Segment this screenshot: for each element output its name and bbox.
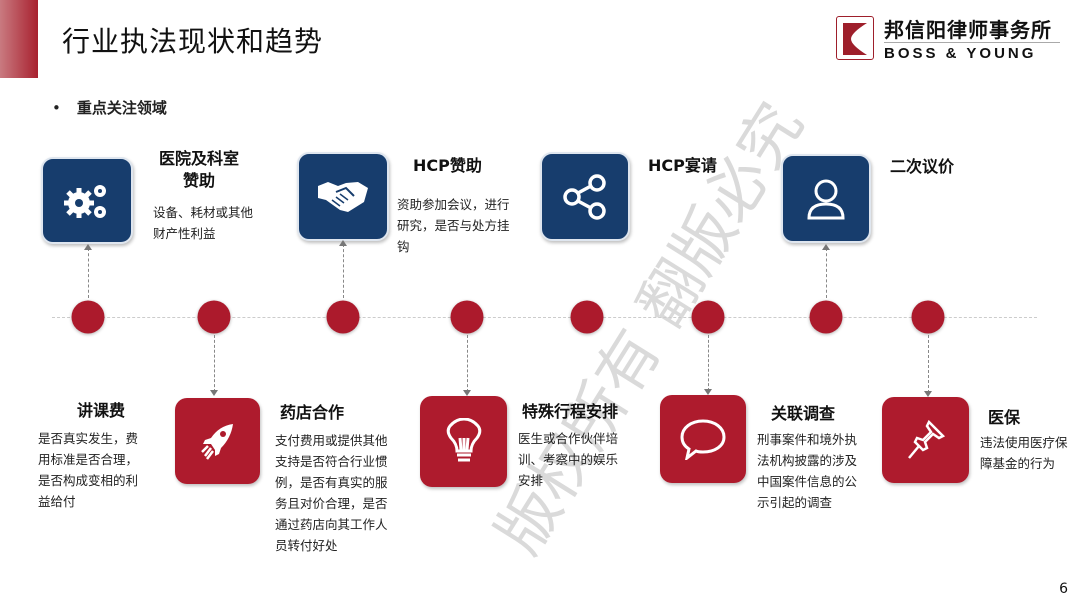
corner-accent bbox=[0, 0, 38, 78]
share-icon-box bbox=[540, 152, 630, 241]
timeline-node bbox=[71, 300, 105, 334]
bottom-item-title: 讲课费 bbox=[77, 401, 126, 420]
speech-bubble-icon-box bbox=[660, 395, 746, 483]
logo-en-text: BOSS & YOUNG bbox=[884, 45, 1037, 62]
connector-arrow bbox=[924, 335, 932, 397]
timeline-node bbox=[911, 300, 945, 334]
timeline-line bbox=[52, 317, 1037, 318]
page-number: 6 bbox=[1059, 581, 1068, 597]
bottom-item-desc: 医生或合作伙伴培 训、考察中的娱乐 安排 bbox=[518, 431, 619, 488]
bottom-item-title: 关联调查 bbox=[771, 404, 836, 423]
top-item-title: HCP宴请 bbox=[648, 156, 717, 175]
timeline-node bbox=[570, 300, 604, 334]
section-label: 重点关注领域 bbox=[76, 99, 167, 117]
logo-cn-text: 邦信阳律师事务所 bbox=[884, 18, 1052, 42]
connector-arrow bbox=[463, 335, 471, 396]
rocket-icon bbox=[200, 424, 233, 460]
share-icon bbox=[563, 173, 606, 220]
timeline-node bbox=[326, 300, 360, 334]
section-heading: • 重点关注领域 bbox=[52, 97, 167, 118]
pushpin-icon bbox=[907, 420, 945, 459]
bottom-item-desc: 是否真实发生，费 用标准是否合理， 是否构成变相的利 益给付 bbox=[38, 431, 139, 509]
bottom-item-title: 医保 bbox=[988, 408, 1021, 427]
bottom-item-desc: 违法使用医疗保 障基金的行为 bbox=[980, 435, 1068, 471]
timeline-node bbox=[691, 300, 725, 334]
top-item-title: 医院及科室 赞助 bbox=[158, 149, 239, 190]
handshake-icon bbox=[318, 181, 368, 212]
top-item-desc: 设备、耗材或其他 财产性利益 bbox=[153, 205, 254, 241]
bottom-item-title: 特殊行程安排 bbox=[522, 402, 619, 421]
lightbulb-icon-box bbox=[420, 396, 507, 487]
connector-arrow bbox=[822, 244, 830, 298]
connector-arrow bbox=[84, 244, 92, 298]
bottom-item-desc: 支付费用或提供其他 支持是否符合行业惯 例，是否有真实的服 务且对价合理，是否 … bbox=[275, 433, 388, 553]
page-title: 行业执法现状和趋势 bbox=[62, 25, 324, 58]
timeline-node bbox=[809, 300, 843, 334]
connector-arrow bbox=[210, 335, 218, 396]
lightbulb-icon bbox=[446, 417, 481, 461]
user-icon bbox=[807, 179, 845, 219]
connector-arrow bbox=[704, 335, 712, 395]
bottom-item-title: 药店合作 bbox=[280, 403, 345, 422]
bullet-dot: • bbox=[52, 99, 61, 117]
gears-icon bbox=[64, 184, 106, 218]
logo-divider bbox=[884, 42, 1060, 43]
timeline-node bbox=[197, 300, 231, 334]
pushpin-icon-box bbox=[882, 397, 969, 483]
logo-mark-icon bbox=[836, 16, 874, 60]
handshake-icon-box bbox=[297, 152, 389, 241]
top-item-title: 二次议价 bbox=[890, 157, 955, 176]
timeline-node bbox=[450, 300, 484, 334]
logo: 邦信阳律师事务所 BOSS & YOUNG bbox=[836, 16, 1066, 66]
speech-bubble-icon bbox=[680, 419, 726, 460]
connector-arrow bbox=[339, 240, 347, 298]
user-icon-box bbox=[781, 154, 871, 243]
rocket-icon-box bbox=[175, 398, 260, 484]
top-item-title: HCP赞助 bbox=[413, 156, 482, 175]
top-item-desc: 资助参加会议，进行 研究，是否与处方挂 钩 bbox=[397, 197, 510, 254]
bottom-item-desc: 刑事案件和境外执 法机构披露的涉及 中国案件信息的公 示引起的调查 bbox=[757, 432, 858, 510]
gears-icon-box bbox=[41, 157, 133, 244]
